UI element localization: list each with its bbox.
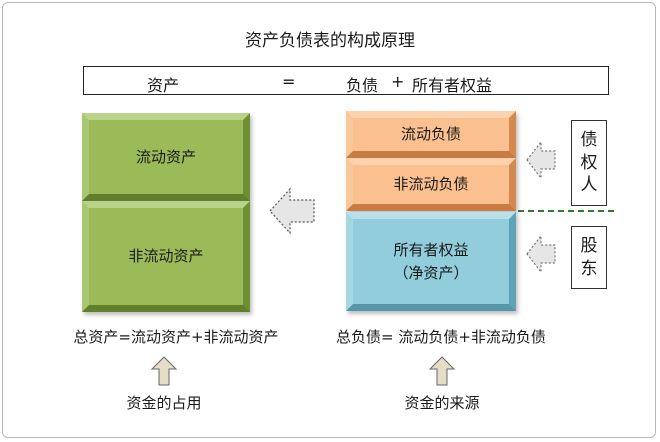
- equity-block: 所有者权益 （净资产）: [346, 212, 516, 311]
- creditor-arrow-icon: [526, 140, 556, 180]
- up-arrow-icon: [428, 356, 456, 386]
- equation-equals: =: [282, 72, 296, 91]
- equation-equity: 所有者权益: [412, 76, 493, 95]
- equation-bar: 资产 = 负债 + 所有者权益: [83, 66, 609, 95]
- current-liabilities-label: 流动负债: [400, 125, 461, 144]
- creditors-char-2: 权: [580, 152, 598, 173]
- total-assets-formula: 总资产=流动资产+非流动资产: [73, 328, 279, 346]
- current-assets-block: 流动资产: [82, 113, 250, 201]
- net-assets-label: （净资产）: [393, 263, 469, 282]
- creditors-box: 债 权 人: [571, 120, 607, 206]
- shareholders-box: 股 东: [571, 226, 607, 289]
- up-arrow-icon: [150, 356, 178, 386]
- shareholders-char-2: 东: [580, 258, 598, 279]
- equation-assets: 资产: [147, 76, 180, 95]
- noncurrent-liabilities-label: 非流动负债: [393, 175, 469, 194]
- uses-of-funds-caption: 资金的占用: [126, 394, 202, 412]
- equation-liabilities: 负债: [346, 76, 379, 95]
- left-arrow-icon: [269, 187, 315, 235]
- shareholders-char-1: 股: [580, 235, 598, 256]
- creditors-char-3: 人: [580, 175, 598, 196]
- current-assets-label: 流动资产: [135, 147, 196, 166]
- sources-of-funds-caption: 资金的来源: [404, 394, 480, 412]
- noncurrent-liabilities-block: 非流动负债: [346, 158, 516, 211]
- diagram-frame: [2, 2, 656, 438]
- equity-label: 所有者权益: [393, 241, 469, 259]
- total-liabilities-formula: 总负债= 流动负债+非流动负债: [336, 328, 546, 346]
- equation-plus: +: [391, 72, 405, 91]
- noncurrent-assets-label: 非流动资产: [128, 247, 204, 266]
- noncurrent-assets-block: 非流动资产: [82, 201, 250, 312]
- creditors-char-1: 债: [580, 129, 598, 150]
- shareholder-arrow-icon: [526, 234, 556, 274]
- creditor-shareholder-divider: [518, 210, 614, 212]
- current-liabilities-block: 流动负债: [346, 111, 516, 158]
- diagram-title: 资产负债表的构成原理: [245, 31, 415, 51]
